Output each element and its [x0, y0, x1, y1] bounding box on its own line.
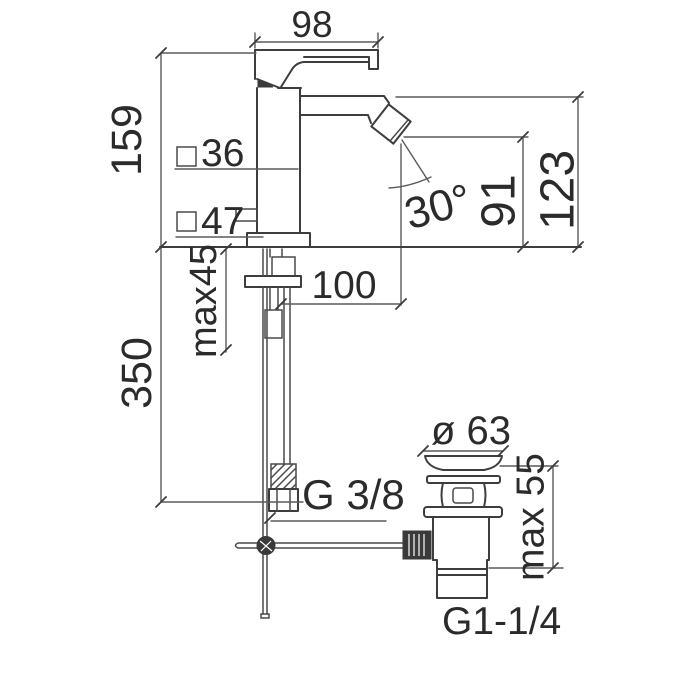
drain-plug-cap — [424, 455, 503, 471]
label-100: 100 — [311, 264, 376, 307]
spout — [299, 95, 390, 124]
hose-nut-g38 — [268, 488, 299, 512]
dimension-labels: 98 159 36 47 30° 91 123 max45 100 350 G … — [103, 4, 585, 643]
angle-arc — [388, 176, 432, 189]
label-g114: G1-1/4 — [442, 600, 561, 643]
label-36: 36 — [201, 132, 244, 175]
dimension-ticks — [155, 36, 584, 574]
lever-pivot-wedge — [257, 78, 274, 88]
threaded-rod — [269, 286, 279, 311]
drain-washer — [426, 475, 501, 484]
dim-98 — [254, 32, 379, 49]
label-max45: max45 — [183, 244, 225, 358]
dim-91 — [403, 136, 529, 248]
label-98: 98 — [291, 4, 332, 45]
clamp-flange — [244, 275, 302, 288]
base-flange — [246, 232, 311, 248]
drain-tailpiece — [432, 559, 490, 599]
label-159: 159 — [103, 104, 151, 176]
mounting-shank — [269, 248, 283, 258]
label-350: 350 — [113, 337, 161, 409]
popup-linkage — [234, 536, 404, 555]
drain-mid-flange — [423, 506, 503, 518]
hose-braid — [270, 463, 297, 490]
square-symbol-icon — [176, 211, 197, 232]
label-47: 47 — [201, 200, 244, 243]
label-dia63: ø 63 — [431, 409, 511, 453]
label-91: 91 — [473, 174, 526, 227]
body-fixing-detail — [235, 208, 258, 222]
dim-max55 — [488, 465, 564, 569]
dim-159 — [160, 52, 257, 248]
label-123: 123 — [532, 150, 585, 230]
drain-knurled-connector — [402, 530, 432, 560]
lever-handle — [254, 49, 379, 88]
dimension-lines — [155, 32, 584, 574]
label-max55: max 55 — [510, 453, 553, 581]
overflow-window — [452, 487, 474, 504]
aerator — [370, 103, 412, 145]
supply-hose — [283, 286, 291, 465]
dim-350 — [160, 246, 304, 503]
faucet-body — [235, 49, 432, 306]
spray-direction-line — [401, 139, 430, 183]
label-g38: G 3/8 — [302, 471, 405, 518]
waste-drain-assembly — [402, 455, 503, 599]
under-deck-assembly — [244, 248, 302, 619]
dim-123 — [395, 96, 584, 248]
popup-rod — [262, 248, 268, 615]
square-symbol-icon — [176, 146, 197, 167]
mounting-nut — [271, 256, 296, 277]
